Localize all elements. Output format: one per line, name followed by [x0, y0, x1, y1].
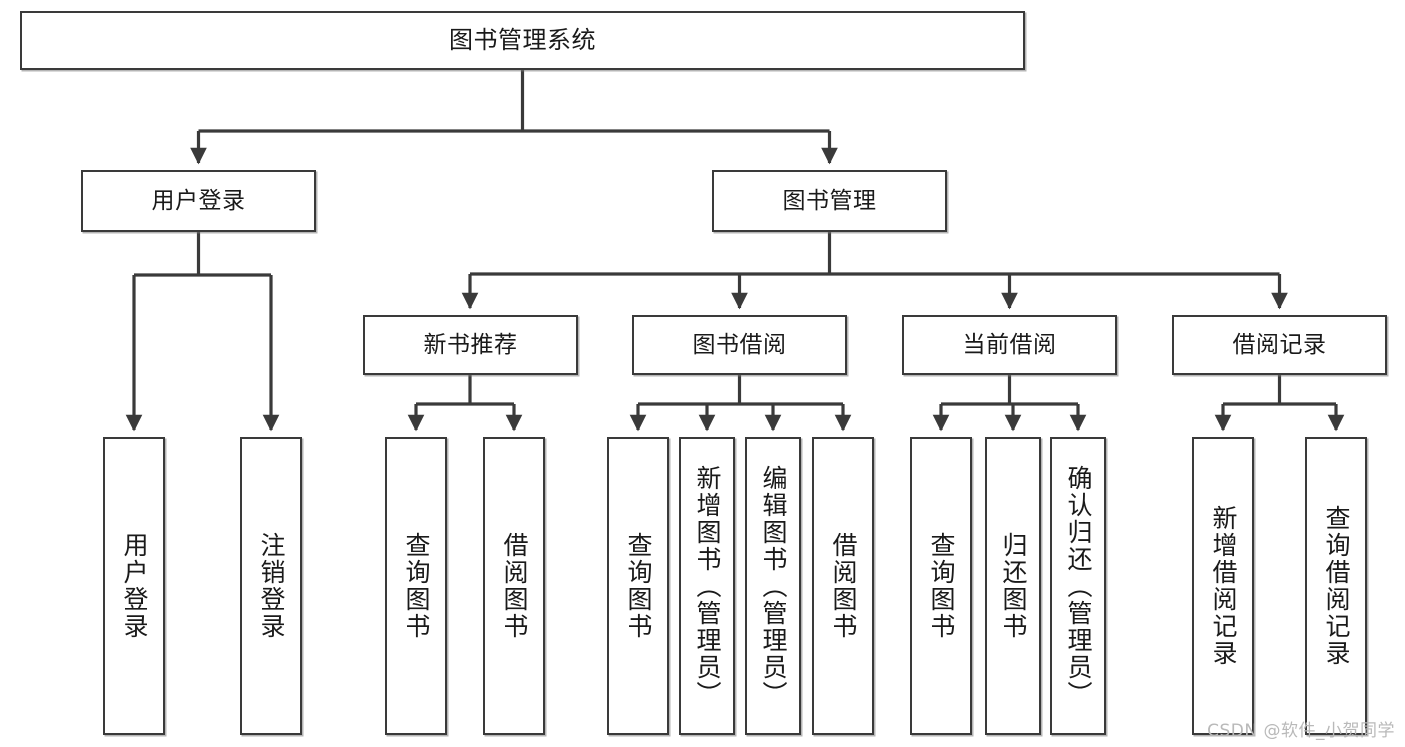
node-label: 图书借阅: [692, 331, 787, 358]
leaf-add-borrow-record[interactable]: 新增借阅记录: [1192, 437, 1254, 735]
node-label: 新增图书（管理员）: [693, 464, 722, 708]
node-label: 归还图书: [999, 532, 1028, 640]
node-borrow-record[interactable]: 借阅记录: [1172, 315, 1387, 375]
node-label: 查询图书: [927, 532, 956, 640]
node-label: 编辑图书（管理员）: [759, 464, 788, 708]
leaf-query-book-recommend[interactable]: 查询图书: [385, 437, 447, 735]
node-root-system[interactable]: 图书管理系统: [20, 11, 1025, 70]
leaf-borrow-book-recommend[interactable]: 借阅图书: [483, 437, 545, 735]
node-label: 查询借阅记录: [1322, 505, 1351, 667]
node-book-borrow[interactable]: 图书借阅: [632, 315, 847, 375]
node-user-login[interactable]: 用户登录: [81, 170, 316, 232]
node-book-manage[interactable]: 图书管理: [712, 170, 947, 232]
node-current-borrow[interactable]: 当前借阅: [902, 315, 1117, 375]
node-label: 借阅图书: [500, 532, 529, 640]
leaf-borrow-book[interactable]: 借阅图书: [812, 437, 874, 735]
leaf-confirm-return-admin[interactable]: 确认归还（管理员）: [1050, 437, 1106, 735]
node-label: 用户登录: [151, 187, 246, 214]
csdn-watermark: CSDN @软件_小贺同学: [1207, 721, 1395, 741]
node-label: 查询图书: [624, 532, 653, 640]
leaf-query-borrow-record[interactable]: 查询借阅记录: [1305, 437, 1367, 735]
leaf-query-book-borrow[interactable]: 查询图书: [607, 437, 669, 735]
node-label: 新增借阅记录: [1209, 505, 1238, 667]
node-label: 用户登录: [120, 532, 149, 640]
leaf-query-book-current[interactable]: 查询图书: [910, 437, 972, 735]
node-label: 注销登录: [257, 532, 286, 640]
leaf-edit-book-admin[interactable]: 编辑图书（管理员）: [745, 437, 801, 735]
node-new-book-recommend[interactable]: 新书推荐: [363, 315, 578, 375]
leaf-add-book-admin[interactable]: 新增图书（管理员）: [679, 437, 735, 735]
leaf-user-login[interactable]: 用户登录: [103, 437, 165, 735]
node-label: 借阅记录: [1232, 331, 1327, 358]
node-label: 借阅图书: [829, 532, 858, 640]
node-label: 查询图书: [402, 532, 431, 640]
node-label: 图书管理系统: [449, 25, 596, 54]
leaf-logout[interactable]: 注销登录: [240, 437, 302, 735]
node-label: 新书推荐: [423, 331, 518, 358]
node-label: 图书管理: [782, 187, 877, 214]
node-label: 当前借阅: [962, 331, 1057, 358]
node-label: 确认归还（管理员）: [1064, 464, 1093, 708]
leaf-return-book[interactable]: 归还图书: [985, 437, 1041, 735]
